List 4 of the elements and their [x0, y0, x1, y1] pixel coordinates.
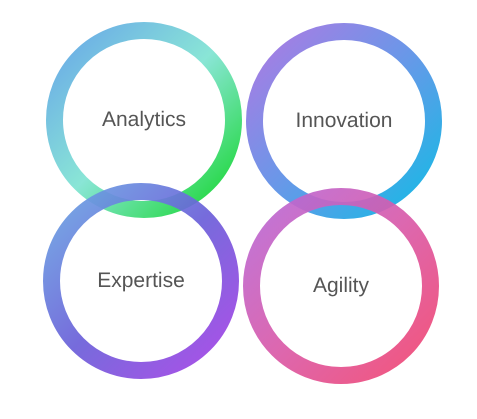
ring-label: Innovation [296, 108, 392, 134]
ring-label: Expertise [97, 268, 185, 294]
ring-label: Analytics [102, 107, 186, 134]
ring-label: Agility [312, 273, 370, 300]
